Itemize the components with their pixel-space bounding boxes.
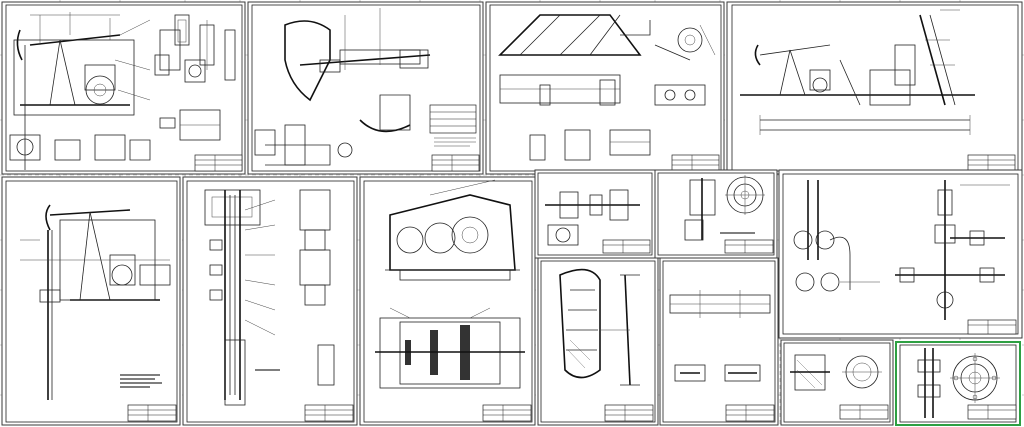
sheet-balancer-beam[interactable]: [247, 1, 484, 175]
sheet-shaft-detail[interactable]: [654, 169, 778, 259]
sheet-wellhead-equipment[interactable]: [778, 169, 1023, 339]
sheet-wellsite-layout[interactable]: [726, 1, 1023, 175]
sheet-horsehead-detail[interactable]: [537, 257, 659, 426]
sheet-bearing-detail[interactable]: [780, 339, 894, 426]
sheet-pump-unit-general-view[interactable]: [1, 1, 246, 175]
sheet-frame-structure[interactable]: [485, 1, 725, 175]
sheet-flange-detail[interactable]: [895, 341, 1021, 426]
sheet-gearbox-assembly[interactable]: [359, 176, 536, 426]
sheet-beam-section[interactable]: [659, 257, 779, 426]
sheet-gearbox-detail[interactable]: [534, 169, 656, 259]
sheet-pumping-unit-assembly[interactable]: [1, 176, 181, 426]
sheet-tubing-string[interactable]: [182, 176, 358, 426]
